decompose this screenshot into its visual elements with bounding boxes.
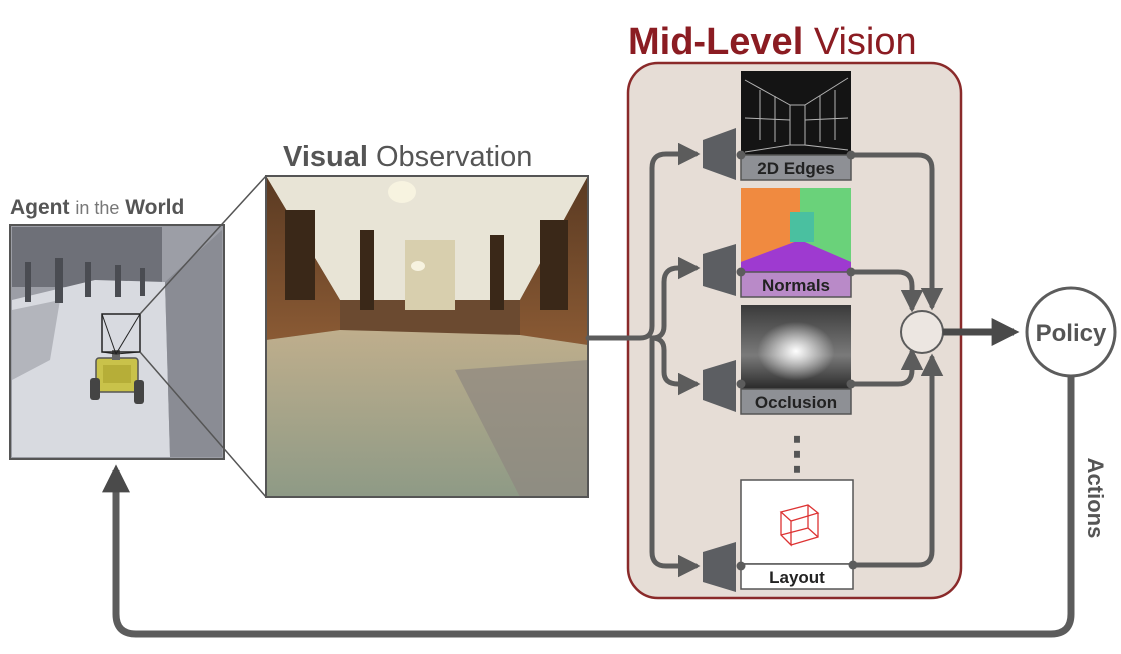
connector-dots [736, 150, 858, 571]
actions-feedback-arrow [102, 376, 1075, 638]
zoom-line-top [139, 175, 267, 315]
encoder-normals [703, 244, 736, 296]
actions-label: Actions [1083, 458, 1108, 539]
encoder-input-connectors [585, 142, 701, 578]
agent-world-image [9, 224, 225, 460]
feature-label-normals: Normals [762, 276, 830, 295]
observation-image [265, 175, 589, 498]
robot-icon [90, 350, 144, 404]
encoder-occlusion [703, 360, 736, 412]
feature-label-edges: 2D Edges [757, 159, 834, 178]
encoders [703, 128, 736, 592]
feature-normals: Normals [740, 188, 852, 298]
feature-2d-edges: 2D Edges [740, 71, 852, 181]
feature-merge-node [900, 310, 944, 354]
feature-layout: Layout [740, 479, 854, 590]
more-features-ellipsis: ⋮ [775, 429, 819, 478]
feature-occlusion: Occlusion [740, 305, 852, 415]
policy-label: Policy [1036, 320, 1107, 347]
feature-label-layout: Layout [769, 568, 825, 587]
midlevel-title: Mid-Level Vision [628, 21, 917, 63]
layout-box-icon [779, 504, 820, 547]
feature-label-occlusion: Occlusion [755, 393, 837, 412]
zoom-line-bottom [139, 351, 267, 498]
observation-title: Visual Observation [283, 141, 532, 173]
encoder-layout [703, 542, 736, 592]
feature-output-connectors [847, 152, 944, 568]
encoder-edges [703, 128, 736, 180]
agent-world-title: Agent in the World [10, 196, 184, 219]
